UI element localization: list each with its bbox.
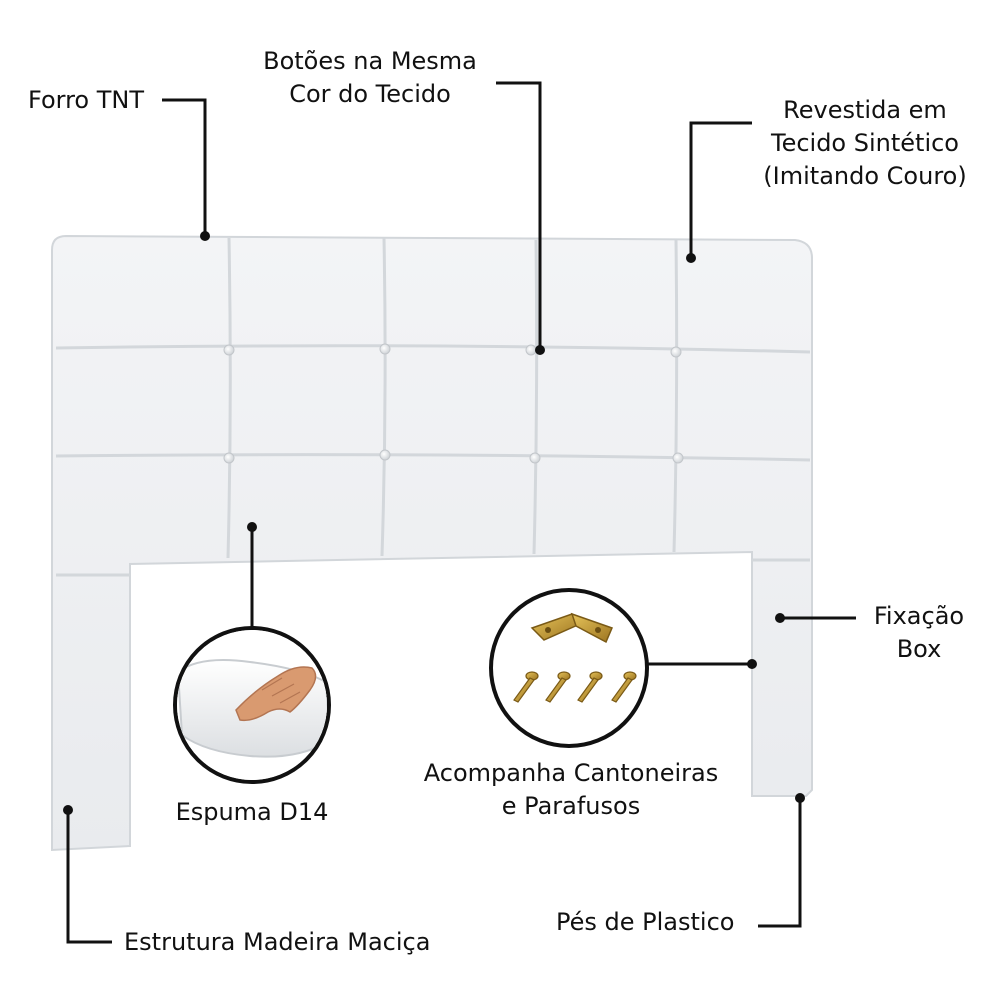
- label-fixacao-line1: Fixação: [873, 602, 965, 630]
- label-botoes: Botões na Mesma Cor do Tecido: [252, 45, 488, 111]
- label-revestida-line1: Revestida em: [783, 96, 947, 124]
- tufting-buttons: [223, 343, 684, 464]
- leader-botoes: [496, 81, 542, 350]
- screw-icon: [513, 671, 637, 703]
- tufting-button: [529, 452, 541, 464]
- label-revestida-line3: (Imitando Couro): [763, 162, 967, 190]
- label-fixacao: Fixação Box: [864, 600, 974, 666]
- leader-estrutura: [66, 810, 112, 944]
- label-espuma: Espuma D14: [175, 798, 329, 826]
- label-fixacao-line2: Box: [896, 635, 942, 663]
- label-botoes-line2: Cor do Tecido: [289, 80, 451, 108]
- label-pes: Pés de Plastico: [556, 908, 735, 936]
- callout-dots: [63, 231, 805, 815]
- headboard-panel: [51, 234, 813, 852]
- tufting-button: [672, 452, 684, 464]
- tufting-button: [223, 452, 235, 464]
- tufting-button: [379, 343, 391, 355]
- callout-lines: [66, 81, 856, 944]
- label-forro-tnt: Forro TNT: [28, 86, 145, 114]
- leader-revestida: [689, 121, 752, 258]
- label-botoes-line1: Botões na Mesma: [263, 47, 477, 75]
- label-revestida-line2: Tecido Sintético: [770, 129, 959, 157]
- tufting-button: [379, 449, 391, 461]
- label-revestida: Revestida em Tecido Sintético (Imitando …: [752, 94, 978, 193]
- label-acompanha: Acompanha Cantoneiras e Parafusos: [404, 757, 738, 823]
- leader-pes: [758, 798, 802, 928]
- label-acompanha-line2: e Parafusos: [501, 792, 641, 820]
- corner-bracket-icon: [530, 612, 614, 644]
- tufting-seams: [55, 237, 811, 577]
- tufting-button: [223, 344, 235, 356]
- leader-forro: [162, 98, 207, 236]
- tufting-button: [525, 344, 537, 356]
- kit-inset: [489, 588, 649, 748]
- tufting-button: [670, 346, 682, 358]
- foam-inset: [173, 626, 331, 784]
- label-estrutura: Estrutura Madeira Maciça: [124, 928, 431, 956]
- label-acompanha-line1: Acompanha Cantoneiras: [423, 759, 719, 787]
